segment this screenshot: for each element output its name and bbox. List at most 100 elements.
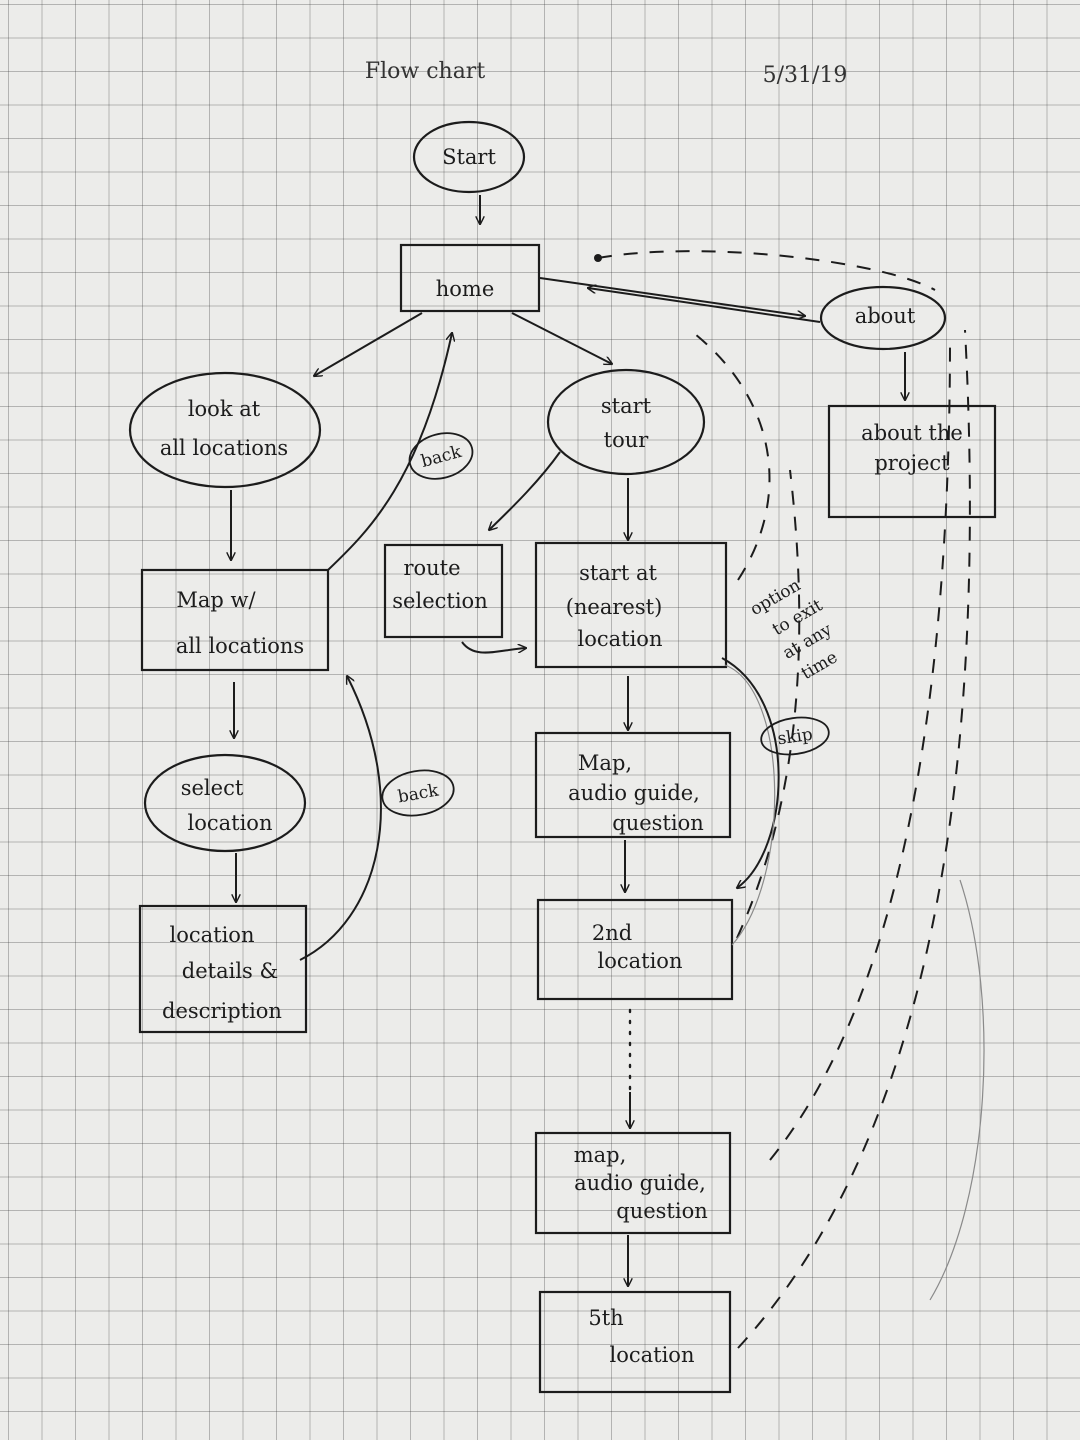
second-location-line-2: location <box>598 949 683 973</box>
svg-text:location: location <box>578 627 663 651</box>
back-label-2: back <box>396 780 440 807</box>
start-nearest-location-node <box>534 541 728 669</box>
dashed-exit-from-second <box>736 469 801 939</box>
chart-title: Flow chart <box>365 59 485 84</box>
look-all-line-1: look at <box>188 397 261 421</box>
about-project-node <box>827 404 997 519</box>
edge-home-about <box>539 277 805 316</box>
back-label-2-ellipse <box>381 769 455 817</box>
chart-date: 5/31/19 <box>763 63 848 88</box>
start-nearest-line-3: location <box>578 627 663 651</box>
edge-nearest-second-skip <box>721 657 780 888</box>
dashed-exit-from-map-audio-2 <box>769 339 951 1161</box>
dashed-start-dot <box>594 254 602 262</box>
look-all-locations-node <box>128 371 322 489</box>
route-selection-node <box>383 543 504 639</box>
select-location-node <box>143 753 307 853</box>
svg-text:back: back <box>396 780 440 807</box>
edge-route-nearest <box>461 641 526 654</box>
start-label: Start <box>442 145 496 169</box>
home-node <box>399 243 541 313</box>
svg-text:map,: map, <box>574 1143 627 1167</box>
svg-text:audio guide,: audio guide, <box>568 781 700 805</box>
pencil-guide-1 <box>724 664 776 946</box>
map-audio-1-line-3: question <box>612 811 704 835</box>
map-audio-2-line-1: map, <box>574 1143 627 1167</box>
svg-text:home: home <box>436 277 495 301</box>
start-tour-line-2: tour <box>604 428 650 452</box>
svg-text:question: question <box>612 811 704 835</box>
svg-text:question: question <box>616 1199 708 1223</box>
svg-text:route: route <box>403 556 460 580</box>
start-tour-node <box>546 368 706 476</box>
edge-home-starttour <box>511 312 612 364</box>
svg-text:start at: start at <box>579 561 657 585</box>
svg-text:location: location <box>188 811 273 835</box>
svg-text:(nearest): (nearest) <box>566 595 663 619</box>
svg-text:about: about <box>855 304 916 328</box>
svg-text:all locations: all locations <box>176 634 304 658</box>
svg-text:5th: 5th <box>588 1306 623 1330</box>
svg-text:description: description <box>162 999 282 1023</box>
second-location-node <box>536 898 734 1001</box>
svg-text:skip: skip <box>776 725 814 750</box>
map-all-locations-node <box>140 568 330 672</box>
svg-text:start: start <box>601 394 652 418</box>
dashed-exit-top <box>597 250 936 291</box>
start-nearest-line-1: start at <box>579 561 657 585</box>
skip-label: skip <box>776 725 814 750</box>
svg-text:2nd: 2nd <box>592 921 632 945</box>
map-audio-2-line-2: audio guide, <box>574 1171 706 1195</box>
map-audio-question-node <box>534 731 732 839</box>
route-selection-line-1: route <box>403 556 460 580</box>
dashed-exit-from-nearest <box>689 329 771 581</box>
svg-text:select: select <box>181 776 244 800</box>
about-project-line-2: project <box>874 451 950 475</box>
edge-starttour-route <box>489 451 561 530</box>
map-audio-2-line-3: question <box>616 1199 708 1223</box>
svg-text:location: location <box>610 1343 695 1367</box>
svg-text:details &: details & <box>182 959 278 983</box>
location-details-line-2: details & <box>182 959 278 983</box>
fifth-location-line-2: location <box>610 1343 695 1367</box>
location-details-line-1: location <box>170 923 255 947</box>
location-details-line-3: description <box>162 999 282 1023</box>
select-location-line-1: select <box>181 776 244 800</box>
fifth-location-line-1: 5th <box>588 1306 623 1330</box>
about-node <box>819 285 947 351</box>
map-audio-1-line-1: Map, <box>578 751 632 775</box>
dashed-exit-from-fifth <box>737 329 971 1349</box>
look-all-line-2: all locations <box>160 436 288 460</box>
edge-map-home-back <box>327 333 452 571</box>
start-nearest-line-2: (nearest) <box>566 595 663 619</box>
fifth-location-node <box>538 1290 732 1394</box>
map-audio-question-node-2 <box>534 1131 732 1235</box>
svg-text:Map,: Map, <box>578 751 632 775</box>
map-all-line-2: all locations <box>176 634 304 658</box>
skip-label-ellipse <box>760 716 830 756</box>
edge-about-home <box>588 288 821 323</box>
home-label: home <box>436 277 495 301</box>
svg-text:Map w/: Map w/ <box>176 588 256 612</box>
svg-text:selection: selection <box>392 589 487 613</box>
svg-text:location: location <box>170 923 255 947</box>
map-all-line-1: Map w/ <box>176 588 256 612</box>
start-node <box>412 120 526 194</box>
svg-text:Start: Start <box>442 145 496 169</box>
svg-text:audio guide,: audio guide, <box>574 1171 706 1195</box>
route-selection-line-2: selection <box>392 589 487 613</box>
svg-text:tour: tour <box>604 428 650 452</box>
map-audio-1-line-2: audio guide, <box>568 781 700 805</box>
edge-home-look <box>314 312 423 376</box>
back-label-1-ellipse <box>408 432 474 480</box>
edge-details-map-back <box>299 676 382 961</box>
svg-text:all locations: all locations <box>160 436 288 460</box>
svg-text:look at: look at <box>188 397 261 421</box>
svg-text:back: back <box>419 442 464 472</box>
svg-text:project: project <box>874 451 950 475</box>
location-details-node <box>138 904 308 1034</box>
svg-text:about the: about the <box>861 421 963 445</box>
select-location-line-2: location <box>188 811 273 835</box>
about-project-line-1: about the <box>861 421 963 445</box>
